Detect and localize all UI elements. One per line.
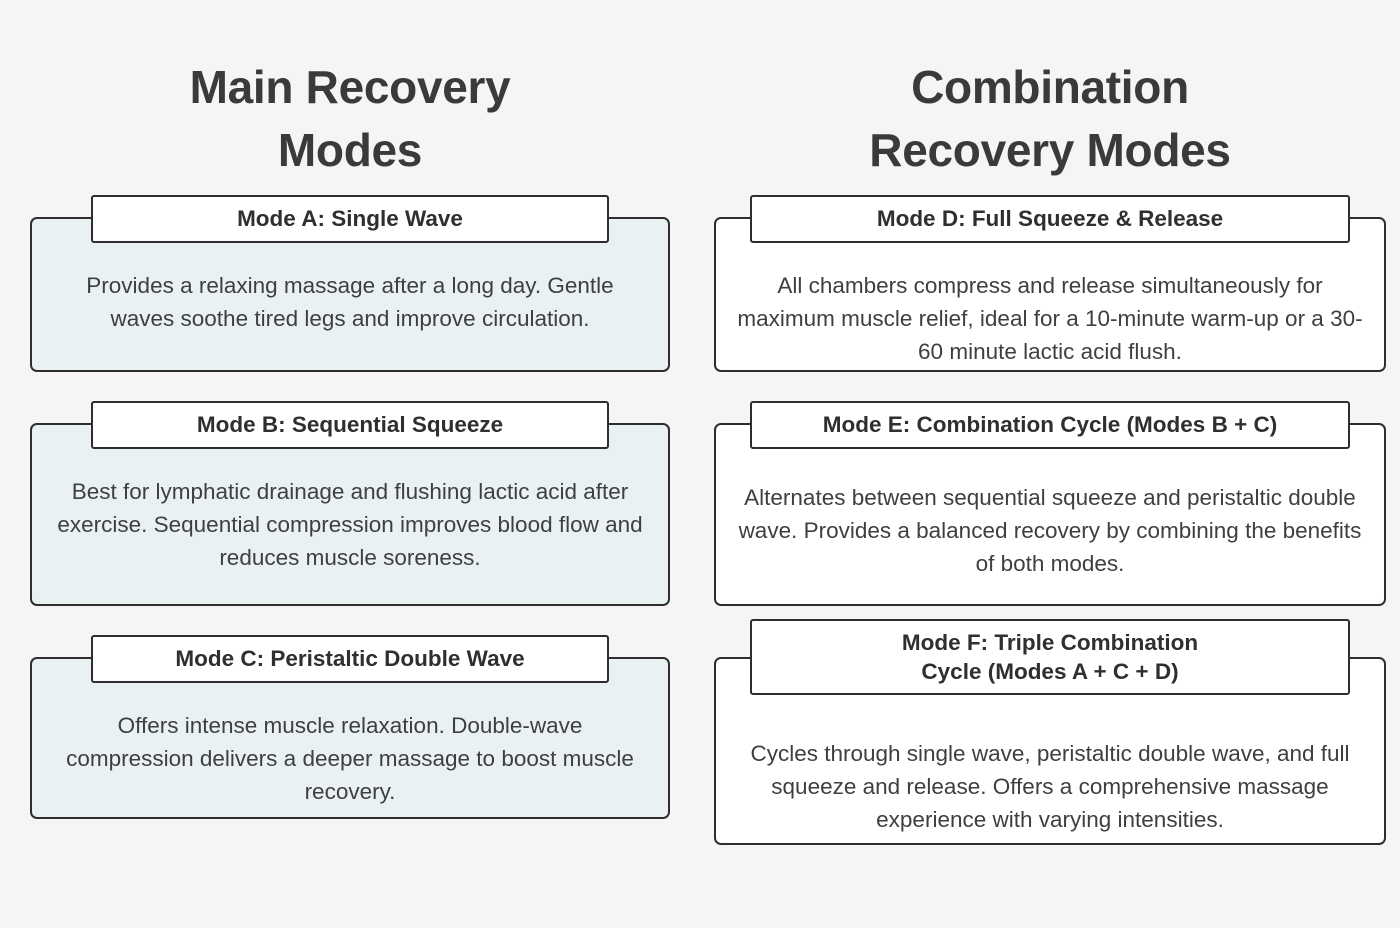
card-body-mode-a: Provides a relaxing massage after a long… <box>86 272 614 331</box>
card-title-mode-b: Mode B: Sequential Squeeze <box>91 400 609 449</box>
column-combination-recovery-modes: Combination Recovery Modes Mode D: Full … <box>700 0 1400 928</box>
card-body-mode-e: Alternates between sequential squeeze an… <box>738 484 1362 577</box>
card-mode-c[interactable]: Mode C: Peristaltic Double Wave Offers i… <box>30 634 670 819</box>
card-title-mode-c: Mode C: Peristaltic Double Wave <box>91 634 609 683</box>
card-title-mode-a: Mode A: Single Wave <box>91 194 609 243</box>
column-heading-main: Main Recovery Modes <box>189 61 511 177</box>
column-heading-combination: Combination Recovery Modes <box>869 61 1231 177</box>
card-mode-f[interactable]: Mode F: Triple Combination Cycle (Modes … <box>714 618 1386 845</box>
card-title-mode-d: Mode D: Full Squeeze & Release <box>750 194 1350 243</box>
card-title-mode-f: Mode F: Triple Combination Cycle (Modes … <box>750 618 1350 695</box>
card-title-mode-e: Mode E: Combination Cycle (Modes B + C) <box>750 400 1350 449</box>
card-body-mode-c: Offers intense muscle relaxation. Double… <box>66 712 634 805</box>
card-mode-b[interactable]: Mode B: Sequential Squeeze Best for lymp… <box>30 400 670 606</box>
card-body-mode-b: Best for lymphatic drainage and flushing… <box>57 478 643 571</box>
column-main-recovery-modes: Main Recovery Modes Mode A: Single Wave … <box>0 61 700 819</box>
card-stack-main: Mode A: Single Wave Provides a relaxing … <box>0 194 700 819</box>
card-body-mode-f: Cycles through single wave, peristaltic … <box>750 740 1350 833</box>
card-mode-e[interactable]: Mode E: Combination Cycle (Modes B + C) … <box>714 400 1386 606</box>
card-mode-a[interactable]: Mode A: Single Wave Provides a relaxing … <box>30 194 670 372</box>
card-stack-combination: Mode D: Full Squeeze & Release All chamb… <box>700 194 1400 845</box>
card-mode-d[interactable]: Mode D: Full Squeeze & Release All chamb… <box>714 194 1386 372</box>
card-body-mode-d: All chambers compress and release simult… <box>737 272 1363 365</box>
